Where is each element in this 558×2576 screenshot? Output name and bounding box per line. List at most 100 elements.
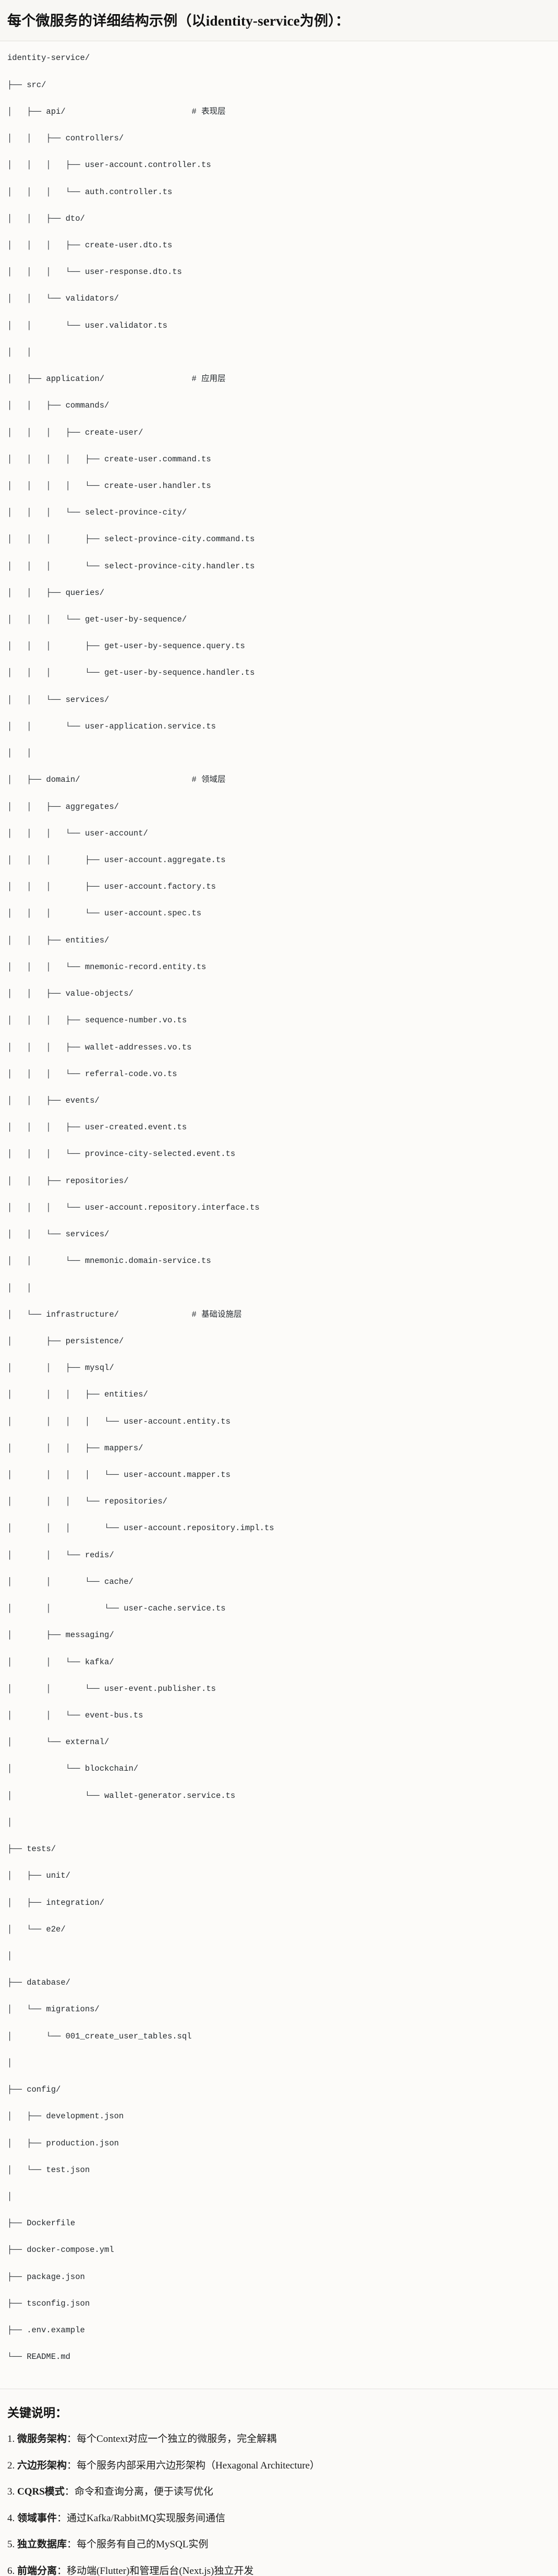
tree-line: │ │ │ └── get-user-by-sequence/: [7, 615, 187, 625]
key-notes-section: 关键说明： 1. 微服务架构：每个Context对应一个独立的微服务，完全解耦 2…: [0, 2389, 558, 2576]
key-note-term: CQRS模式: [17, 2486, 65, 2498]
tree-line: ├── config/: [7, 2085, 61, 2095]
tree-line: │ ├── api/ # 表现层: [7, 106, 226, 116]
tree-line-comment: # 基础设施层: [191, 1309, 242, 1319]
tree-line: │ │ │ │ └── create-user.handler.ts: [7, 481, 211, 491]
tree-line: │ │ │ ├── select-province-city.command.t…: [7, 534, 255, 544]
tree-line: │ │: [7, 748, 32, 758]
tree-line: │ │ └── validators/: [7, 294, 119, 304]
tree-line: ├── src/: [7, 80, 46, 90]
tree-line: │ │ │ └── user-account.spec.ts: [7, 909, 202, 919]
tree-line: ├── .env.example: [7, 2325, 85, 2335]
tree-line-comment: # 领域层: [191, 775, 226, 785]
tree-line: │ │ └── services/: [7, 695, 110, 705]
tree-line: │: [7, 1951, 13, 1961]
directory-tree: identity-service/ ├── src/ │ ├── api/ # …: [7, 52, 551, 2377]
tree-line: │ │ ├── aggregates/: [7, 802, 119, 812]
tree-line: │ │ └── mnemonic.domain-service.ts: [7, 1256, 211, 1266]
tree-line: │ └── test.json: [7, 2165, 90, 2175]
key-note-number: 2.: [7, 2460, 17, 2471]
key-note-number: 1.: [7, 2434, 17, 2445]
key-note-term: 独立数据库: [17, 2539, 67, 2550]
tree-line: │ │ │ │ └── user-account.mapper.ts: [7, 1470, 231, 1480]
key-note-separator: ：: [67, 2460, 77, 2471]
tree-line: │ │ ├── mysql/: [7, 1363, 114, 1373]
tree-line: │ │ │ ├── create-user/: [7, 427, 143, 437]
tree-line: │ ├── domain/ # 领域层: [7, 775, 226, 785]
tree-line: │ ├── application/ # 应用层: [7, 374, 226, 384]
tree-line: │ ├── integration/: [7, 1898, 105, 1907]
tree-line: │ │: [7, 1283, 32, 1293]
tree-line: │ │ │ ├── user-created.event.ts: [7, 1123, 187, 1132]
tree-line: │ │ │ │ └── user-account.entity.ts: [7, 1416, 231, 1426]
tree-line: ├── package.json: [7, 2272, 85, 2282]
tree-line: │ │ │ └── mnemonic-record.entity.ts: [7, 962, 207, 972]
key-notes-list: 1. 微服务架构：每个Context对应一个独立的微服务，完全解耦 2. 六边形架…: [7, 2432, 551, 2576]
key-note-text: 命令和查询分离，便于读写优化: [74, 2486, 213, 2498]
tree-line: │ ├── persistence/: [7, 1336, 124, 1346]
tree-line: │ │ │ ├── create-user.dto.ts: [7, 240, 173, 250]
tree-line: │ │ │ ├── sequence-number.vo.ts: [7, 1016, 187, 1025]
key-note-separator: ：: [64, 2486, 75, 2498]
key-note-number: 4.: [7, 2512, 17, 2524]
key-note-term: 前端分离: [17, 2565, 57, 2576]
key-notes-heading: 关键说明：: [7, 2406, 67, 2420]
key-note-term: 微服务架构: [17, 2434, 67, 2445]
tree-line: │ │ ├── queries/: [7, 588, 105, 598]
tree-line: │ │ │ └── select-province-city/: [7, 508, 187, 518]
tree-line: │ │ └── redis/: [7, 1550, 114, 1560]
tree-line: │ └── 001_create_user_tables.sql: [7, 2031, 192, 2041]
tree-line: │ └── wallet-generator.service.ts: [7, 1791, 236, 1800]
tree-line: │ │: [7, 347, 32, 357]
tree-line: │ │ │ ├── get-user-by-sequence.query.ts: [7, 641, 245, 651]
tree-line: │ │ │ └── repositories/: [7, 1497, 167, 1507]
tree-line: │ │ ├── commands/: [7, 401, 110, 411]
tree-line: │ │ └── services/: [7, 1230, 110, 1239]
tree-line: │ └── migrations/: [7, 2005, 100, 2014]
tree-line: ├── tests/: [7, 1844, 56, 1854]
tree-line: │ │ └── cache/: [7, 1577, 134, 1587]
key-note-separator: ：: [67, 2434, 77, 2445]
tree-line: │ │ │ ├── user-account.aggregate.ts: [7, 855, 226, 865]
key-note-separator: ：: [57, 2512, 67, 2524]
tree-line: ├── database/: [7, 1978, 70, 1988]
key-note-term: 六边形架构: [17, 2460, 67, 2471]
tree-line: │ │ │ └── user-account.repository.impl.t…: [7, 1523, 274, 1533]
tree-line: │ └── e2e/: [7, 1924, 66, 1934]
tree-line: identity-service/: [7, 53, 90, 63]
key-note-text: 每个服务有自己的MySQL实例: [77, 2539, 209, 2550]
tree-line: │ │ ├── controllers/: [7, 134, 124, 144]
tree-line: │ │ │ └── get-user-by-sequence.handler.t…: [7, 668, 255, 678]
tree-line: │ ├── messaging/: [7, 1630, 114, 1640]
tree-line: │ │ │ └── user-account/: [7, 828, 148, 838]
header-section: 每个微服务的详细结构示例（以identity-service为例）：: [0, 0, 558, 42]
tree-line: │ │ ├── repositories/: [7, 1176, 129, 1186]
key-note-item: 3. CQRS模式：命令和查询分离，便于读写优化: [7, 2485, 551, 2500]
key-note-item: 5. 独立数据库：每个服务有自己的MySQL实例: [7, 2537, 551, 2553]
key-note-item: 2. 六边形架构：每个服务内部采用六边形架构（Hexagonal Archite…: [7, 2459, 551, 2474]
tree-line: │ │ │ └── referral-code.vo.ts: [7, 1069, 177, 1079]
key-note-number: 6.: [7, 2565, 17, 2576]
tree-line: ├── tsconfig.json: [7, 2298, 90, 2308]
page-title: 每个微服务的详细结构示例（以identity-service为例）：: [7, 13, 350, 29]
key-note-item: 1. 微服务架构：每个Context对应一个独立的微服务，完全解耦: [7, 2432, 551, 2447]
key-note-separator: ：: [67, 2539, 77, 2550]
tree-line: │ │ │ └── auth.controller.ts: [7, 187, 173, 197]
tree-line: │ └── infrastructure/ # 基础设施层: [7, 1309, 242, 1319]
key-note-text: 通过Kafka/RabbitMQ实现服务间通信: [67, 2512, 226, 2524]
key-note-text: 每个服务内部采用六边形架构（Hexagonal Architecture）: [77, 2460, 320, 2471]
key-note-text: 移动端(Flutter)和管理后台(Next.js)独立开发: [67, 2565, 254, 2576]
tree-line: │ │ └── kafka/: [7, 1657, 114, 1667]
tree-line: │: [7, 2191, 13, 2201]
key-note-separator: ：: [57, 2565, 67, 2576]
tree-line-comment: # 应用层: [191, 374, 226, 384]
tree-line-comment: # 表现层: [191, 106, 226, 116]
tree-line: │ │ │ ├── wallet-addresses.vo.ts: [7, 1042, 192, 1052]
tree-line: │ └── external/: [7, 1737, 110, 1747]
tree-line: │ │ └── user.validator.ts: [7, 320, 167, 330]
tree-line: ├── docker-compose.yml: [7, 2245, 114, 2255]
tree-line: └── README.md: [7, 2352, 70, 2362]
tree-line: │ │ │ └── user-response.dto.ts: [7, 267, 182, 277]
tree-line: │ │ │ │ ├── create-user.command.ts: [7, 454, 211, 464]
